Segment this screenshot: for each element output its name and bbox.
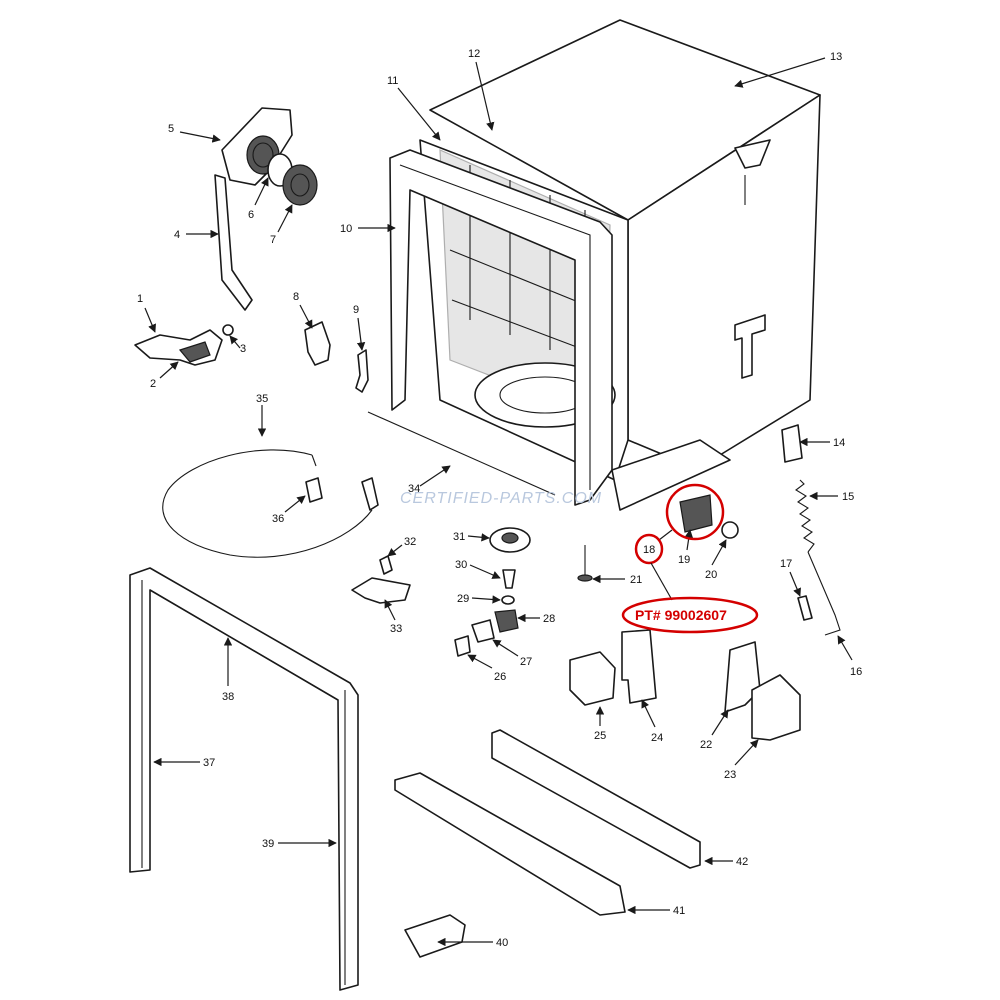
part-19-latch (679, 494, 713, 533)
label-23: 23 (724, 769, 736, 781)
part-34-door-gasket (367, 411, 556, 496)
part-26-clip (454, 635, 471, 657)
part-21-screw (577, 545, 593, 582)
label-21: 21 (630, 574, 642, 586)
part-25-cover (569, 651, 616, 706)
part-16-cable (807, 551, 841, 636)
label-40: 40 (496, 937, 508, 949)
part-18-callout: 18 PT# 99002607 (621, 483, 759, 634)
label-39: 39 (262, 838, 274, 850)
label-13: 13 (830, 51, 842, 63)
part-33-bracket (351, 577, 411, 604)
part-27-spacer (471, 619, 495, 643)
part-20-ring (721, 521, 739, 539)
label-6: 6 (248, 209, 254, 221)
label-2: 2 (150, 378, 156, 390)
label-3: 3 (240, 343, 246, 355)
tub-assembly (389, 19, 821, 511)
part-1-2-3-latch-bracket (134, 324, 234, 366)
part-42-toe-kick (491, 729, 701, 869)
part-41-kick-plate (394, 772, 626, 916)
label-20: 20 (705, 569, 717, 581)
part-29-washer (501, 595, 515, 605)
part-14-bracket (781, 424, 803, 463)
label-7: 7 (270, 234, 276, 246)
label-30: 30 (455, 559, 467, 571)
part-38-door-panel-edge (149, 589, 339, 701)
label-14: 14 (833, 437, 845, 449)
label-11: 11 (387, 75, 398, 87)
part-labels: 5 6 7 4 1 2 3 8 9 10 11 12 13 14 15 16 1 (137, 48, 862, 949)
label-15: 15 (842, 491, 854, 503)
part-15-spring (795, 479, 815, 553)
label-34: 34 (408, 483, 420, 495)
label-35: 35 (256, 393, 268, 405)
part-37-door-frame (129, 567, 359, 991)
label-25: 25 (594, 730, 606, 742)
label-36: 36 (272, 513, 284, 525)
label-32: 32 (404, 536, 416, 548)
label-9: 9 (353, 304, 359, 316)
part-40-handle (404, 914, 466, 958)
callout-part-number: PT# 99002607 (635, 607, 727, 623)
label-28: 28 (543, 613, 555, 625)
part-23-hinge-plate (751, 674, 801, 741)
part-24-hinge-bracket (621, 629, 657, 704)
label-10: 10 (340, 223, 352, 235)
label-27: 27 (520, 656, 532, 668)
label-4: 4 (174, 229, 180, 241)
label-42: 42 (736, 856, 748, 868)
part-32-screw (379, 555, 393, 575)
label-29: 29 (457, 593, 469, 605)
part-7-filter (282, 164, 318, 206)
label-8: 8 (293, 291, 299, 303)
part-31-wheel (489, 527, 531, 553)
label-12: 12 (468, 48, 480, 60)
callout-label-18: 18 (643, 544, 655, 556)
label-37: 37 (203, 757, 215, 769)
watermark-text: CERTIFIED-PARTS.COM (400, 490, 602, 507)
part-28-nut (494, 609, 519, 633)
label-38: 38 (222, 691, 234, 703)
label-1: 1 (137, 293, 143, 305)
label-22: 22 (700, 739, 712, 751)
label-24: 24 (651, 732, 663, 744)
part-17-pin (797, 595, 813, 621)
label-16: 16 (850, 666, 862, 678)
part-30-screw (502, 569, 516, 589)
callout-ring-part-19 (665, 483, 725, 541)
part-4-vent-hose (214, 174, 253, 311)
callout-ring-label-18 (634, 533, 664, 565)
part-8-bracket (304, 321, 331, 366)
part-35-wire-harness (162, 449, 379, 558)
label-33: 33 (390, 623, 402, 635)
label-26: 26 (494, 671, 506, 683)
label-19: 19 (678, 554, 690, 566)
label-5: 5 (168, 123, 174, 135)
label-41: 41 (673, 905, 685, 917)
label-17: 17 (780, 558, 792, 570)
label-31: 31 (453, 531, 465, 543)
callout-ring-part-number (621, 596, 759, 634)
part-9-clip (355, 349, 369, 393)
part-36-connector (305, 477, 323, 503)
